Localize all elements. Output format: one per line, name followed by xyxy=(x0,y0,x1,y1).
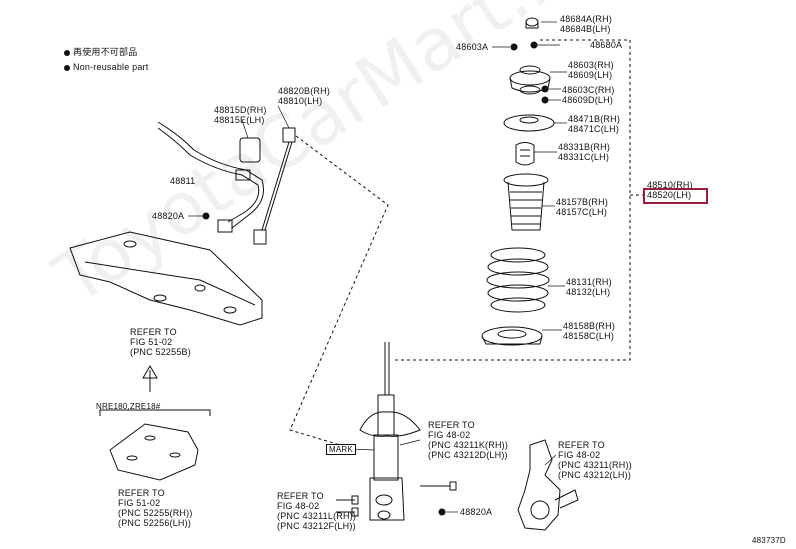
lower-plate xyxy=(109,423,199,481)
mark-label: MARK xyxy=(326,444,356,455)
refer-arrow xyxy=(142,365,158,392)
stabilizer-link xyxy=(253,127,296,245)
mount-bolts xyxy=(336,481,457,517)
shock-absorber xyxy=(359,342,421,521)
part-label-48820a-left[interactable]: 48820A xyxy=(152,211,185,221)
part-label-48811[interactable]: 48811 xyxy=(170,176,196,186)
legend-line-2: Non-reusable part xyxy=(64,62,148,72)
part-label-48158[interactable]: 48158B(RH)48158C(LH) xyxy=(563,321,616,341)
upper-mount-parts xyxy=(503,17,555,166)
part-label-48684[interactable]: 48684A(RH)48684B(LH) xyxy=(560,14,613,34)
part-label-48820a-bottom[interactable]: 48820A xyxy=(460,507,493,517)
coil-spring xyxy=(486,247,550,313)
part-label-48510[interactable]: 48510(RH)48520(LH) xyxy=(647,180,693,200)
spring-seat xyxy=(481,326,543,346)
legend-line-1: 再使用不可部品 xyxy=(64,47,137,57)
diagram-id: 483737D xyxy=(752,536,786,545)
stabilizer-bar xyxy=(157,121,264,233)
part-label-48131[interactable]: 48131(RH)48132(LH) xyxy=(566,277,612,297)
part-label-48471[interactable]: 48471B(RH)48471C(LH) xyxy=(568,114,621,134)
part-label-48603a[interactable]: 48603A xyxy=(456,42,489,52)
part-label-48820b[interactable]: 48820B(RH)48810(LH) xyxy=(278,86,331,106)
part-label-48603[interactable]: 48603(RH)48609(LH) xyxy=(568,60,614,80)
crossmember xyxy=(69,231,263,326)
model-code-label: NRE180,ZRE18# xyxy=(96,402,161,411)
steering-knuckle xyxy=(517,439,579,531)
part-label-48603c[interactable]: 48603C(RH)48609D(LH) xyxy=(562,85,615,105)
non-reusable-dot-icon xyxy=(64,49,70,56)
part-label-48815[interactable]: 48815D(RH)48815E(LH) xyxy=(214,105,267,125)
dust-boot xyxy=(503,173,549,231)
part-label-48157[interactable]: 48157B(RH)48157C(LH) xyxy=(556,197,609,217)
part-label-48680a[interactable]: 48680A xyxy=(590,40,623,50)
strut-assembly-bracket xyxy=(392,39,631,361)
selected-part-highlight xyxy=(643,188,708,204)
non-reusable-dot-icon xyxy=(64,64,70,71)
part-label-48331[interactable]: 48331B(RH)48331C(LH) xyxy=(558,142,611,162)
